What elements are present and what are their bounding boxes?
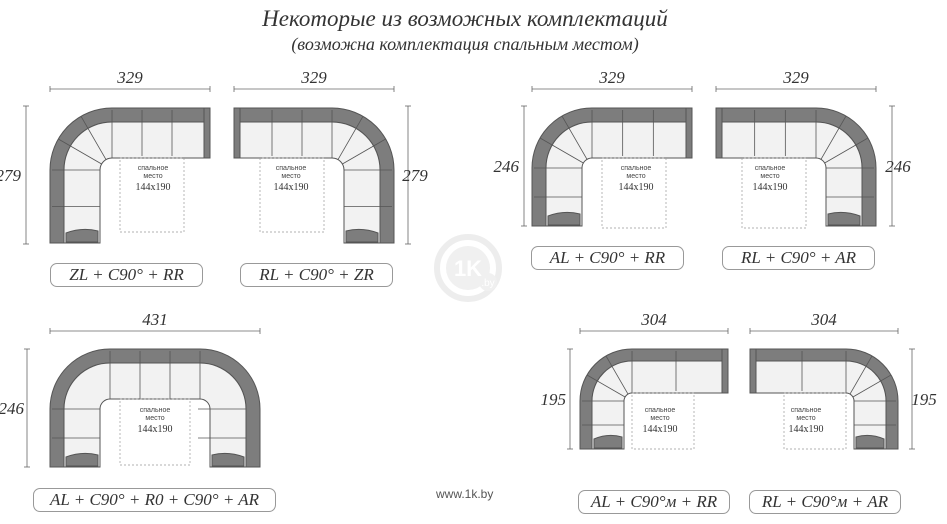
al-rr-bed-label-2: место — [626, 173, 645, 180]
corner-divider — [342, 138, 386, 165]
dim-w-rl-ar-value: 329 — [782, 68, 809, 87]
sofa-end-arm — [749, 348, 757, 394]
config-label-zl: ZL + C90° + RR — [50, 263, 203, 287]
al-rr-m-bed-size: 144x190 — [643, 424, 678, 435]
corner-divider — [80, 116, 107, 160]
rl-ar-bed-label-1: спальное — [755, 165, 786, 172]
corner-divider — [539, 137, 584, 164]
sofa-side-arm — [345, 228, 379, 243]
sofa-zl — [49, 107, 211, 244]
corner-divider — [605, 355, 629, 395]
corner-divider — [849, 355, 873, 395]
bed-outline — [741, 157, 807, 229]
zl-bed-size: 144x190 — [136, 182, 171, 193]
al-rr-bed-label-1: спальное — [621, 165, 652, 172]
dim-d-rl-ar-m-value: 195 — [911, 390, 937, 409]
rl-ar-m-bed-label-1: спальное — [791, 407, 822, 414]
corner-divider — [852, 374, 892, 398]
zl-bed-label-2: место — [143, 173, 162, 180]
u-bed-label-1: спальное — [140, 407, 171, 414]
sofa-side-arm — [211, 452, 245, 467]
config-label-al-rr-m: AL + C90°м + RR — [578, 490, 730, 514]
sofa-seats — [63, 121, 211, 244]
sofa-side-arm — [855, 434, 885, 449]
bed-outline — [783, 392, 847, 450]
dim-d-rl-ar-value: 246 — [885, 157, 911, 176]
rl-zr-bed-label-1: спальное — [276, 165, 307, 172]
sofa-side-arm — [65, 228, 99, 243]
bed-outline — [259, 157, 325, 233]
rl-zr-bed-size: 144x190 — [274, 182, 309, 193]
sofa-rl-zr — [233, 107, 395, 244]
dim-d-al-rr-value: 246 — [494, 157, 520, 176]
corner-divider — [337, 116, 364, 160]
sofa-end-arm — [233, 107, 241, 159]
sofa-end-arm — [685, 107, 693, 159]
rl-zr-bed-label-2: место — [281, 173, 300, 180]
dim-w-zl-value: 329 — [116, 68, 143, 87]
watermark-brand: 1K — [454, 256, 482, 281]
watermark-logo-icon: 1K .by — [432, 232, 504, 304]
al-rr-m-bed-label-1: спальное — [645, 407, 676, 414]
page-title: Некоторые из возможных комплектаций — [262, 6, 668, 31]
sofa-u — [49, 348, 261, 468]
dim-d-al-rr-m-value: 195 — [541, 390, 567, 409]
watermark-url: www.1k.by — [436, 487, 494, 501]
sofa-side-arm — [593, 434, 623, 449]
dim-d-u-value: 246 — [0, 399, 25, 418]
sofa-side-arm — [827, 211, 861, 226]
sofa-side-arm — [547, 211, 581, 226]
u-bed-label-2: место — [145, 415, 164, 422]
sofa-seats — [545, 121, 693, 227]
dim-w-rl-ar-m-value: 304 — [810, 310, 837, 329]
dim-w-al-rr-m-value: 304 — [640, 310, 667, 329]
dim-w-u-value: 431 — [142, 310, 168, 329]
config-label-rl-ar: RL + C90° + AR — [722, 246, 875, 270]
config-label-rl-zr: RL + C90° + ZR — [240, 263, 393, 287]
sofa-seats — [715, 121, 863, 227]
sofa-end-arm — [715, 107, 723, 159]
zl-bed-label-1: спальное — [138, 165, 169, 172]
corner-divider — [824, 137, 869, 164]
sofa-end-arm — [203, 107, 211, 159]
corner-divider — [58, 138, 102, 165]
dim-w-rl-zr-value: 329 — [300, 68, 327, 87]
rl-ar-m-bed-size: 144x190 — [789, 424, 824, 435]
al-rr-m-bed-label-2: место — [650, 415, 669, 422]
sofa-al-rr-m — [579, 348, 729, 450]
corner-divider — [561, 115, 588, 160]
bed-outline — [631, 392, 695, 450]
sofa-seats — [233, 121, 381, 244]
sofa-end-arm — [721, 348, 729, 394]
page-subtitle: (возможна комплектация спальным местом) — [291, 34, 639, 54]
dim-d-rl-zr-value: 279 — [402, 166, 428, 185]
watermark-suffix: .by — [481, 278, 494, 289]
sofa-rl-ar — [715, 107, 877, 229]
corner-divider — [820, 115, 847, 160]
bed-outline — [119, 157, 185, 233]
sofa-al-rr — [531, 107, 693, 229]
sofa-rl-ar-m — [749, 348, 899, 450]
bed-outline — [601, 157, 667, 229]
u-bed-size: 144x190 — [138, 424, 173, 435]
rl-ar-bed-label-2: место — [760, 173, 779, 180]
sofa-side-arm — [65, 452, 99, 467]
dim-d-zl-value: 279 — [0, 166, 22, 185]
config-label-u: AL + C90° + R0 + C90° + AR — [33, 488, 276, 512]
config-label-al-rr: AL + C90° + RR — [531, 246, 684, 270]
corner-divider — [586, 374, 626, 398]
config-label-rl-ar-m: RL + C90°м + AR — [749, 490, 901, 514]
rl-ar-m-bed-label-2: место — [796, 415, 815, 422]
dim-w-al-rr-value: 329 — [598, 68, 625, 87]
al-rr-bed-size: 144x190 — [619, 182, 654, 193]
rl-ar-bed-size: 144x190 — [753, 182, 788, 193]
